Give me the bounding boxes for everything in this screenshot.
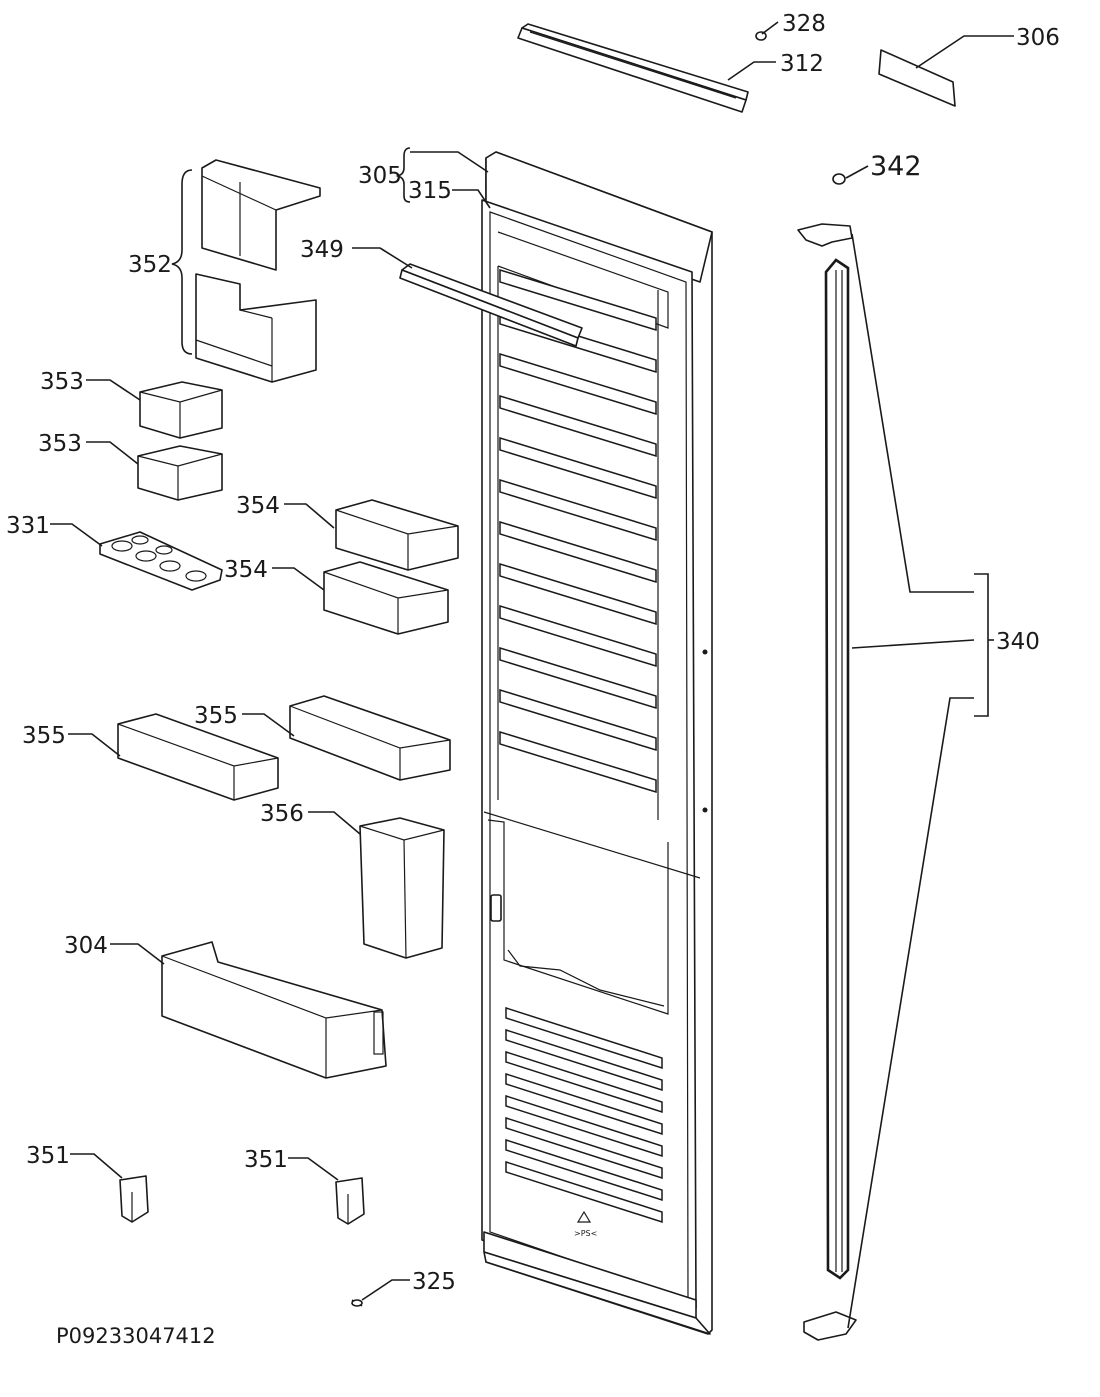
label-304: 304 <box>64 933 108 959</box>
part-331-egg-tray <box>99 531 223 591</box>
label-306: 306 <box>1016 25 1060 51</box>
part-354-medium-box-b <box>323 561 449 635</box>
label-315: 315 <box>408 178 452 204</box>
label-355-a: 355 <box>22 723 66 749</box>
part-355-long-box-a <box>117 713 279 801</box>
label-355-b: 355 <box>194 703 238 729</box>
part-342-cap <box>832 173 846 185</box>
label-353-a: 353 <box>40 369 84 395</box>
label-354-a: 354 <box>236 493 280 519</box>
door-liner-ribs <box>499 268 657 794</box>
part-354-medium-box-a <box>335 499 459 571</box>
label-351-a: 351 <box>26 1143 70 1169</box>
part-352-cover-assembly <box>195 159 321 383</box>
part-349-handle-bar <box>399 263 583 347</box>
label-356: 356 <box>260 801 304 827</box>
door-vent-slots <box>505 1006 663 1224</box>
part-306-label-plate <box>878 49 956 107</box>
part-312-top-trim <box>517 23 749 113</box>
label-342: 342 <box>870 151 922 182</box>
label-352: 352 <box>128 252 172 278</box>
label-353-b: 353 <box>38 431 82 457</box>
svg-text:>PS<: >PS< <box>574 1229 597 1238</box>
part-325-screw <box>351 1299 363 1307</box>
label-340: 340 <box>996 629 1040 655</box>
recycle-icon: >PS< <box>574 1210 597 1238</box>
label-331: 331 <box>6 513 50 539</box>
part-304-bottle-shelf <box>161 941 387 1079</box>
label-305: 305 <box>358 163 402 189</box>
label-328: 328 <box>782 11 826 37</box>
label-354-b: 354 <box>224 557 268 583</box>
part-353-small-box-a <box>139 381 223 439</box>
part-351-clip-a <box>119 1175 149 1223</box>
leader-lines <box>50 21 1014 1329</box>
label-325: 325 <box>412 1269 456 1295</box>
diagram-reference-code: P09233047412 <box>56 1324 216 1348</box>
label-312: 312 <box>780 51 824 77</box>
part-353-small-box-b <box>137 445 223 501</box>
part-340-door-gasket <box>797 223 857 1341</box>
part-356-tall-bin <box>359 817 445 959</box>
part-328-screw <box>755 31 767 41</box>
part-355-long-box-b <box>289 695 451 781</box>
part-305-door-assembly: >PS< <box>481 151 713 1335</box>
label-349: 349 <box>300 237 344 263</box>
part-351-clip-b <box>335 1177 365 1225</box>
label-351-b: 351 <box>244 1147 288 1173</box>
part-labels: 328 312 306 305 315 342 352 349 353 353 … <box>6 11 1060 1295</box>
